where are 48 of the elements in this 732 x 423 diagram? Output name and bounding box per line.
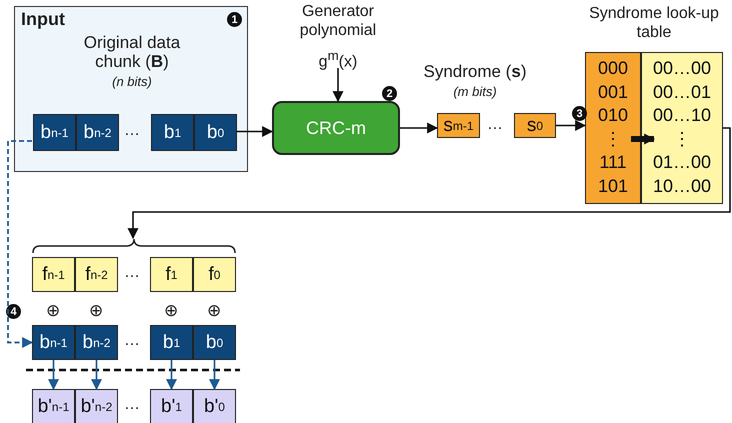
arrow [128, 127, 731, 240]
polynomial-label: g$^{m}$(x) [318, 48, 358, 72]
arrow [209, 360, 220, 390]
xor-symbol: ⊕ [207, 300, 221, 321]
ellipsis: … [124, 332, 140, 350]
panel-title: Input [21, 9, 65, 30]
input-label: Generator polynomial [298, 2, 378, 40]
ellipsis: … [124, 264, 140, 282]
arrow [631, 134, 656, 144]
ellipsis: … [487, 116, 503, 134]
ellipsis: … [124, 122, 140, 140]
arrow [236, 126, 274, 137]
arrow [332, 68, 344, 102]
xor-symbol: ⊕ [89, 300, 103, 321]
xor-symbol: ⊕ [46, 300, 60, 321]
panel-heading: Original data chunk (B) [82, 33, 182, 71]
table-entry: 000 [596, 57, 630, 80]
table-entry: ⋮ [672, 128, 692, 150]
arrow [166, 360, 177, 390]
table-entry: 111 [598, 151, 628, 174]
arrow [48, 360, 59, 390]
callout-number: 4 [6, 304, 21, 319]
table-entry: 101 [596, 174, 630, 198]
table-title: Syndrome look-up table [589, 4, 719, 42]
callout-number: 2 [382, 86, 397, 101]
table-entry: ⋮ [603, 128, 623, 150]
table-entry: 10…00 [652, 174, 712, 198]
curly-brace [32, 238, 236, 254]
table-entry: 00…00 [652, 57, 712, 80]
table-entry: 001 [596, 80, 630, 104]
arrow [91, 360, 102, 390]
table-column [641, 52, 723, 204]
syndrome-heading: Syndrome (s) [422, 62, 528, 82]
arrow [400, 122, 438, 134]
process-box: CRC-m [272, 101, 400, 155]
bit-count: (n bits) [111, 74, 153, 89]
input-panel [14, 6, 248, 172]
table-entry: 00…10 [652, 104, 712, 127]
table-entry: 01…00 [652, 151, 712, 174]
xor-symbol: ⊕ [164, 300, 178, 321]
bit-count: (m bits) [452, 84, 498, 99]
table-column [585, 52, 641, 204]
table-entry: 010 [596, 104, 630, 127]
arrow [556, 120, 586, 131]
arrow [7, 140, 34, 348]
ellipsis: … [124, 396, 140, 414]
table-entry: 00…01 [652, 80, 712, 104]
callout-number: 3 [572, 106, 587, 121]
